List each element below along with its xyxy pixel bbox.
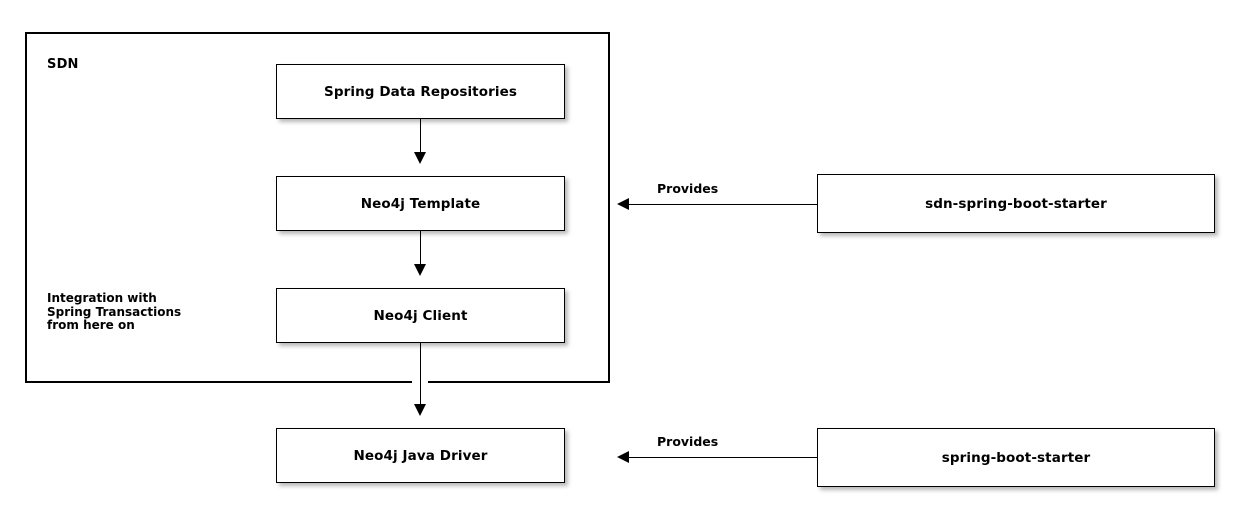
- node-neo4j-java-driver-label: Neo4j Java Driver: [353, 447, 488, 464]
- node-spring-data-repositories-label: Spring Data Repositories: [324, 83, 517, 100]
- node-spring-boot-starter-label: spring-boot-starter: [941, 449, 1091, 466]
- node-sdn-spring-boot-starter[interactable]: sdn-spring-boot-starter: [817, 174, 1215, 233]
- edge-client-to-driver-line: [420, 343, 421, 408]
- node-neo4j-client[interactable]: Neo4j Client: [276, 288, 565, 343]
- edge-sdn-starter-provides-line: [628, 204, 817, 205]
- edge-sdn-starter-provides-arrowhead: [617, 198, 629, 210]
- edge-repositories-to-template-arrowhead: [414, 152, 426, 164]
- sdn-group-container: [25, 32, 610, 383]
- node-neo4j-client-label: Neo4j Client: [373, 307, 468, 324]
- node-spring-data-repositories[interactable]: Spring Data Repositories: [276, 64, 565, 119]
- node-neo4j-java-driver[interactable]: Neo4j Java Driver: [276, 428, 565, 483]
- edge-client-to-driver-arrowhead: [414, 404, 426, 416]
- edge-repositories-to-template-line: [420, 119, 421, 156]
- edge-boot-starter-provides-label: Provides: [657, 434, 719, 449]
- node-neo4j-template-label: Neo4j Template: [360, 195, 481, 212]
- edge-sdn-starter-provides-label: Provides: [657, 181, 719, 196]
- edge-template-to-client-line: [420, 231, 421, 268]
- node-neo4j-template[interactable]: Neo4j Template: [276, 176, 565, 231]
- node-sdn-spring-boot-starter-label: sdn-spring-boot-starter: [925, 195, 1107, 212]
- transaction-scope-note: Integration with Spring Transactions fro…: [47, 291, 182, 332]
- edge-template-to-client-arrowhead: [414, 264, 426, 276]
- node-spring-boot-starter[interactable]: spring-boot-starter: [817, 428, 1215, 487]
- edge-boot-starter-provides-line: [628, 457, 817, 458]
- sdn-group-label: SDN: [47, 57, 79, 72]
- edge-boot-starter-provides-arrowhead: [617, 451, 629, 463]
